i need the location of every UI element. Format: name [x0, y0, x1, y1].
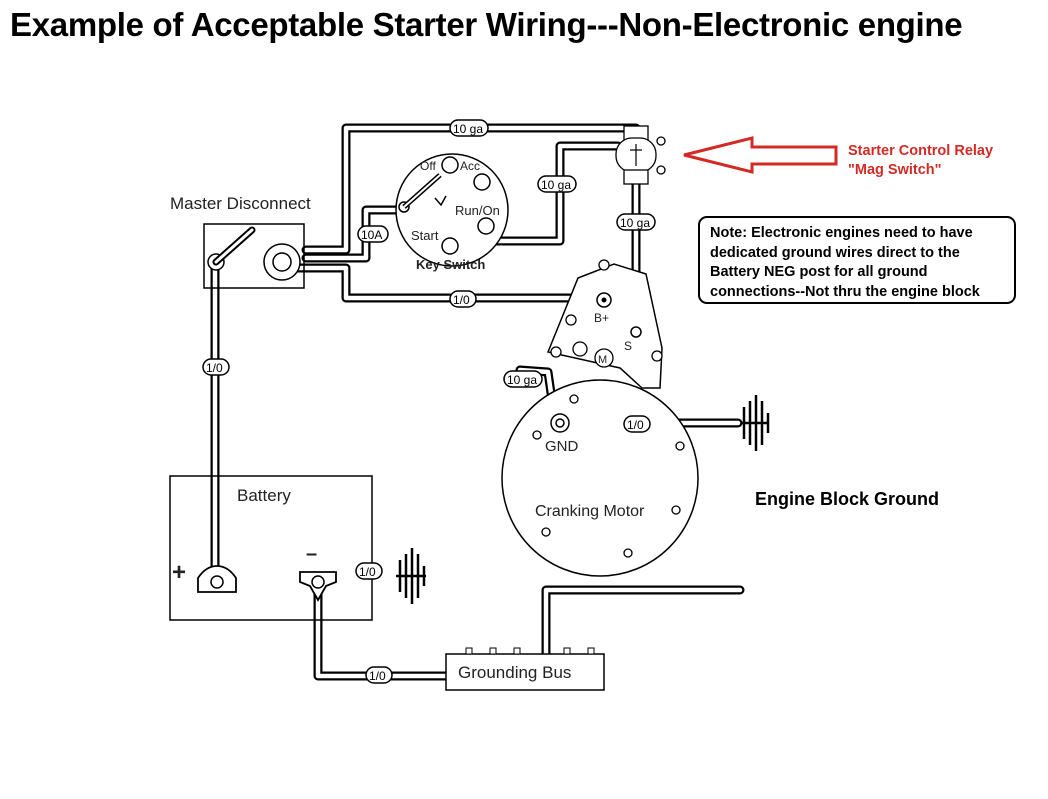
tag-motor-lead-10ga: 10 ga — [503, 370, 543, 388]
master-disconnect[interactable] — [203, 223, 305, 289]
note-box: Note: Electronic engines need to have de… — [698, 216, 1016, 304]
key-switch-run-label: Run/On — [455, 203, 500, 218]
battery-plus-sign: + — [172, 559, 186, 586]
battery — [169, 475, 373, 621]
svg-text:10 ga: 10 ga — [541, 178, 571, 192]
b-plus-terminal-label: B+ — [594, 311, 609, 325]
svg-text:10A: 10A — [361, 228, 382, 242]
key-switch-label: Key Switch — [416, 257, 485, 272]
tag-battery-neg-1-0: 1/0 — [355, 562, 383, 580]
master-disconnect-label: Master Disconnect — [170, 194, 311, 213]
note-line1: Note: Electronic engines need to have — [710, 225, 973, 241]
svg-text:10 ga: 10 ga — [507, 373, 537, 387]
note-line2: dedicated ground wires direct to the — [710, 244, 960, 261]
svg-text:1/0: 1/0 — [369, 669, 386, 683]
grounding-bus-label: Grounding Bus — [458, 663, 571, 682]
diagram-title: Example of Acceptable Starter Wiring---N… — [10, 6, 963, 43]
tag-relay-to-s-10ga: 10 ga — [616, 213, 656, 231]
starter-solenoid — [546, 259, 663, 389]
key-switch-off-label: Off — [420, 159, 436, 173]
cranking-motor-label: Cranking Motor — [535, 503, 645, 520]
wire-main-feed — [277, 263, 601, 303]
engine-block-ground-label: Engine Block Ground — [755, 489, 940, 509]
svg-text:1/0: 1/0 — [359, 565, 376, 579]
wire-bus-feed — [541, 585, 745, 659]
svg-text:10 ga: 10 ga — [620, 216, 650, 230]
key-switch-start-label: Start — [411, 228, 439, 243]
relay-label: Starter Control Relay "Mag Switch" — [848, 142, 993, 180]
tag-battery-pos-1-0: 1/0 — [202, 358, 230, 376]
note-line4: connections--Not thru the engine block — [710, 283, 980, 300]
battery-label: Battery — [237, 486, 291, 505]
tag-gnd-to-block-1-0: 1/0 — [623, 415, 651, 433]
tag-main-feed-1-0: 1/0 — [449, 290, 477, 308]
svg-text:1/0: 1/0 — [627, 418, 644, 432]
relay-label-line1: Starter Control Relay — [848, 143, 994, 159]
tag-top-10ga: 10 ga — [449, 119, 489, 137]
starter-control-relay[interactable] — [615, 125, 666, 185]
key-switch-acc-label: Acc — [460, 159, 480, 173]
svg-text:1/0: 1/0 — [453, 293, 470, 307]
tag-bus-feed-1-0: 1/0 — [365, 666, 393, 684]
relay-pointer-arrow — [683, 136, 838, 174]
wire-battery-neg — [313, 577, 451, 681]
cranking-motor — [501, 379, 699, 577]
relay-label-line2: "Mag Switch" — [848, 162, 942, 178]
note-line3: Battery NEG post for all ground — [710, 264, 928, 280]
gnd-terminal-label: GND — [545, 438, 579, 455]
key-switch[interactable] — [395, 153, 509, 267]
svg-text:1/0: 1/0 — [206, 361, 223, 375]
grounding-bus — [445, 647, 605, 691]
m-terminal-label: M — [598, 354, 607, 366]
tag-relay-to-key-10ga: 10 ga — [537, 175, 577, 193]
s-terminal-label: S — [624, 339, 632, 353]
battery-minus-sign: – — [306, 543, 317, 565]
svg-text:10 ga: 10 ga — [453, 122, 483, 136]
tag-fuse-10a: 10A — [357, 225, 389, 243]
